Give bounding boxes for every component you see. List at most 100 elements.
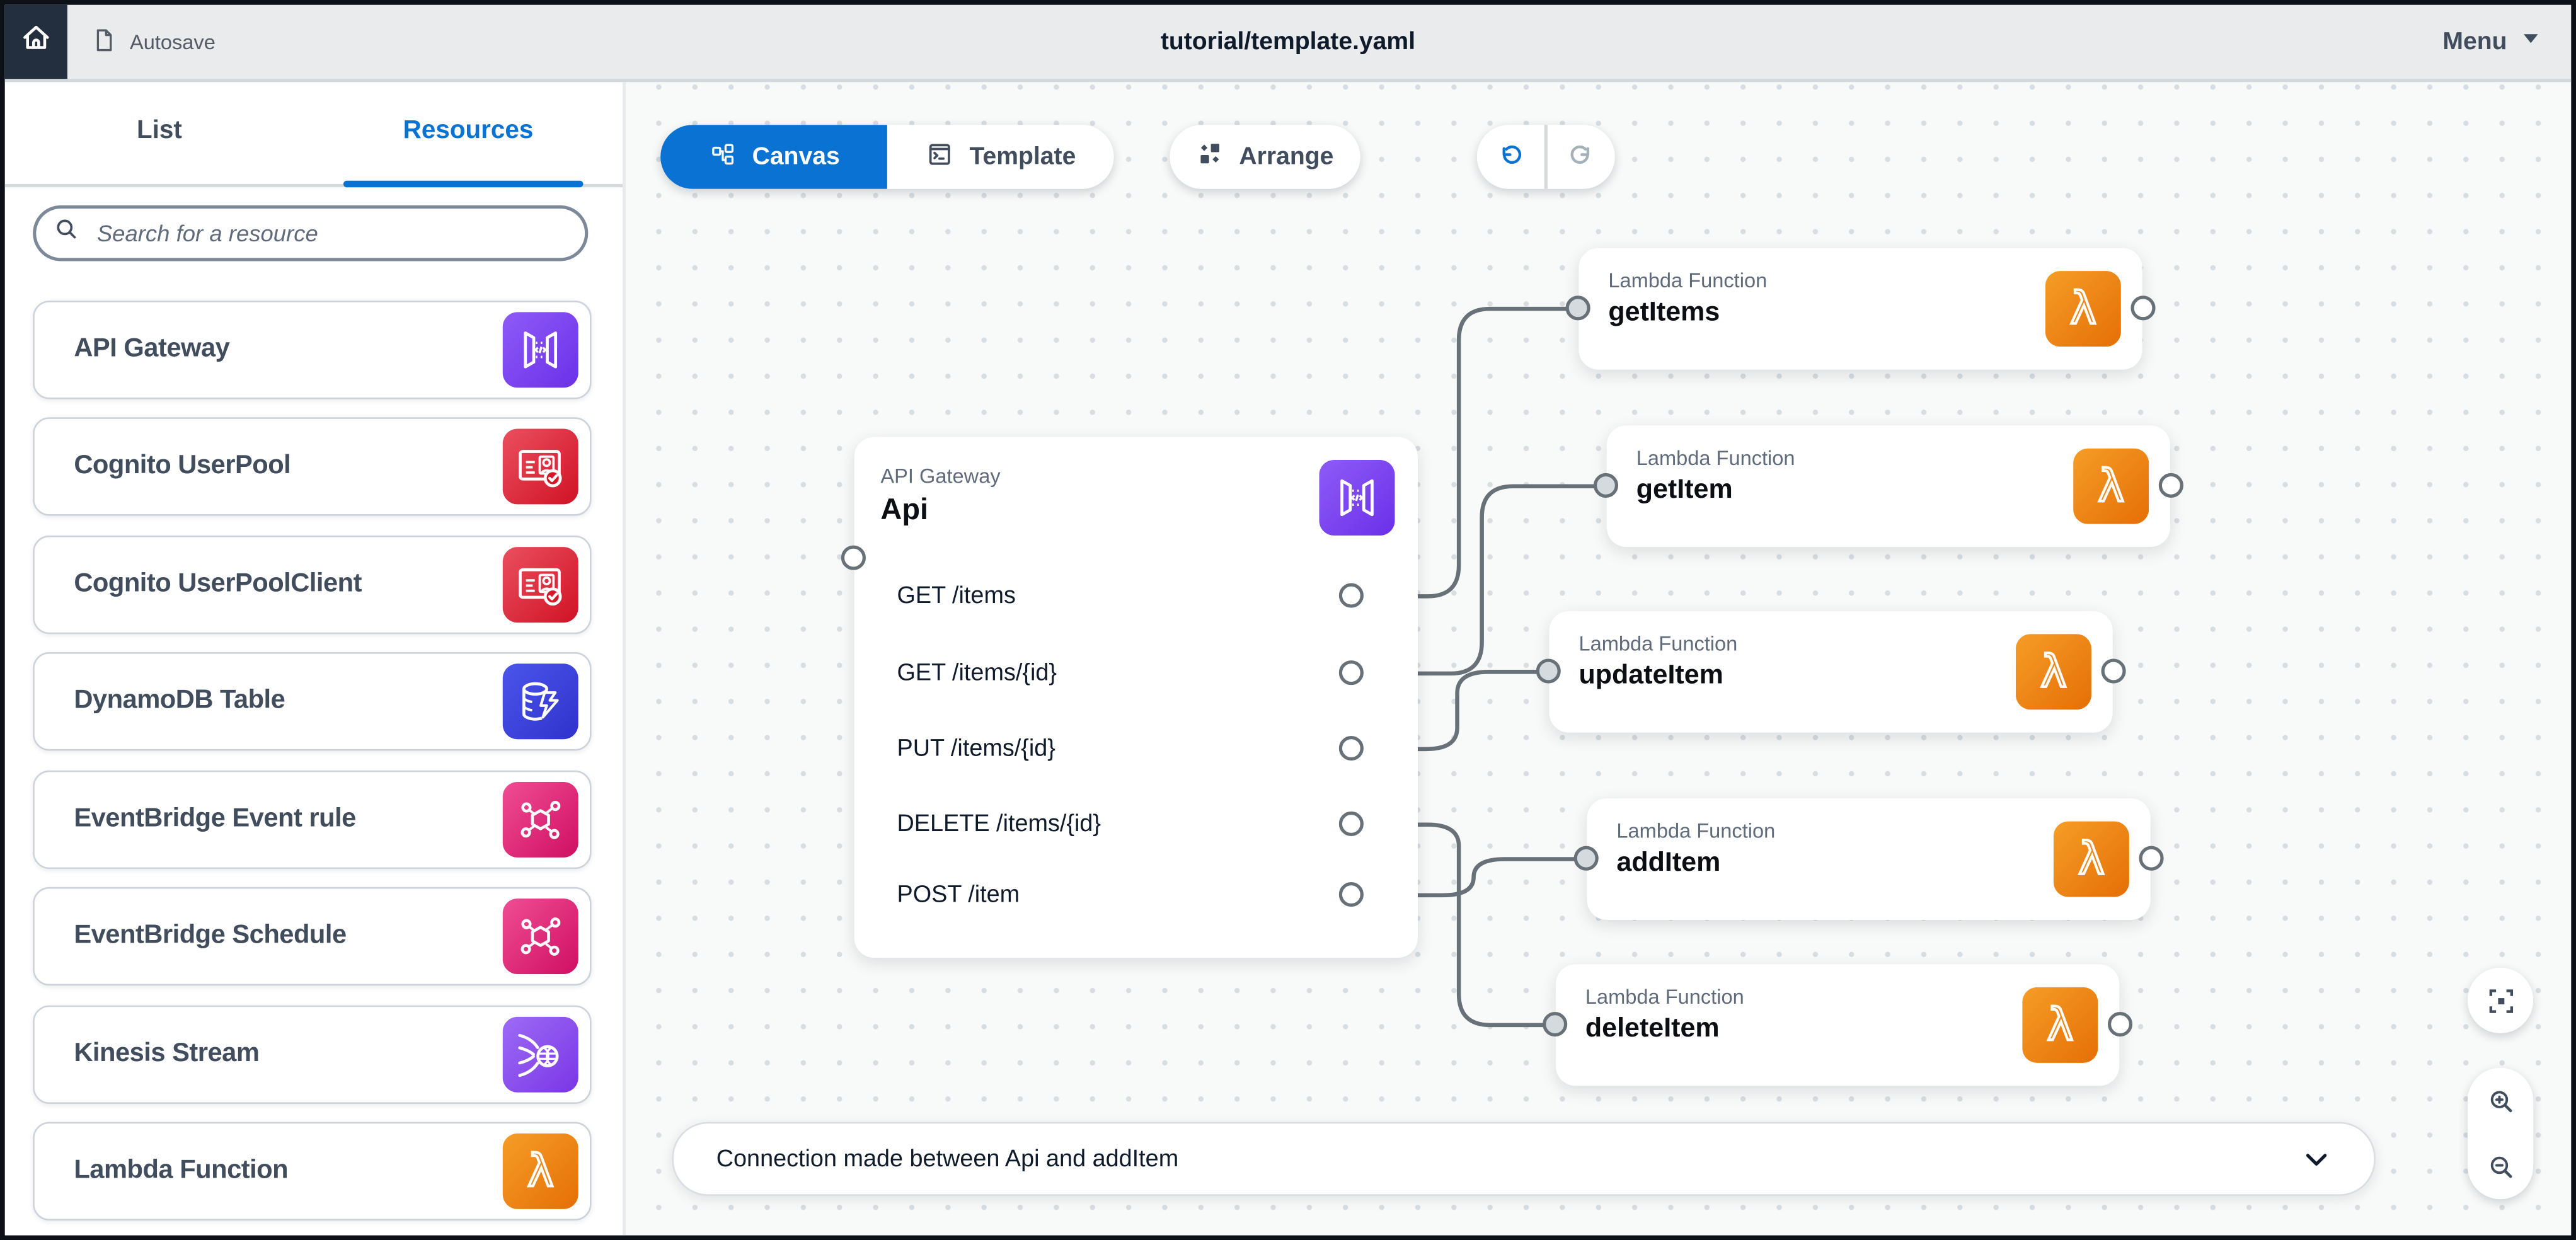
search-icon [52, 215, 80, 251]
resource-item-lambda-function[interactable]: Lambda Function λ [33, 1122, 592, 1221]
resource-item-eventbridge-schedule[interactable]: EventBridge Schedule [33, 887, 592, 986]
lambda-icon: λ [2015, 634, 2091, 710]
port-right[interactable] [2158, 473, 2183, 498]
arrange-icon [1197, 140, 1224, 175]
home-button[interactable] [4, 4, 67, 79]
zoom-in-button[interactable] [2468, 1068, 2533, 1134]
port-right[interactable] [1338, 735, 1364, 761]
resource-item-kinesis-stream[interactable]: Kinesis Stream [33, 1005, 592, 1104]
history-controls [1476, 125, 1615, 189]
arrange-label: Arrange [1239, 142, 1334, 171]
route-get-items[interactable]: GET /items [854, 571, 1418, 621]
port-right[interactable] [1338, 583, 1364, 608]
port-left[interactable] [1593, 473, 1619, 498]
lambda-icon: λ [2022, 987, 2098, 1063]
node-name: Api [880, 493, 929, 526]
search-input[interactable] [93, 218, 569, 248]
resource-item-api-gateway[interactable]: API Gateway [33, 301, 592, 399]
autosave-status: Autosave [90, 25, 216, 58]
resource-search [33, 205, 589, 261]
svg-text:λ: λ [527, 1145, 554, 1197]
lambda-icon: λ [2053, 821, 2129, 897]
zoom-out-button[interactable] [2468, 1134, 2533, 1199]
template-view-button[interactable]: Template [887, 125, 1114, 189]
svg-text:λ: λ [2040, 645, 2067, 697]
port-right[interactable] [2107, 1011, 2133, 1037]
active-tab-indicator [343, 180, 584, 188]
fit-view-button[interactable] [2467, 967, 2534, 1033]
fit-view-icon [2488, 989, 2512, 1013]
port-left[interactable] [1573, 846, 1599, 871]
resource-item-eventbridge-event-rule[interactable]: EventBridge Event rule [33, 770, 592, 870]
svg-text:λ: λ [2047, 999, 2074, 1050]
resource-item-cognito-userpool[interactable]: Cognito UserPool [33, 417, 592, 516]
node-lambda-addItem[interactable]: Lambda Function addItem λ [1573, 798, 2164, 920]
svg-text:λ: λ [2078, 833, 2105, 885]
top-bar: Autosave tutorial/template.yaml Menu [4, 4, 2572, 83]
tab-list[interactable]: List [136, 117, 182, 145]
port-left[interactable] [841, 545, 866, 570]
route-put-items-id[interactable]: PUT /items/{id} [854, 725, 1418, 774]
diagram-canvas[interactable]: Canvas Template Arrange [626, 82, 2572, 1236]
divider [1544, 125, 1547, 189]
cognito-userpool-icon [502, 547, 578, 623]
svg-text:λ: λ [2070, 282, 2096, 334]
route-get-items-id[interactable]: GET /items/{id} [854, 649, 1418, 698]
autosave-label: Autosave [129, 30, 216, 54]
menu-button[interactable]: Menu [2442, 28, 2541, 56]
eventbridge-icon [502, 781, 578, 858]
notification-message: Connection made between Api and addItem [716, 1145, 1179, 1173]
port-right[interactable] [1338, 882, 1364, 907]
resource-item-cognito-userpoolclient[interactable]: Cognito UserPoolClient [33, 535, 592, 634]
resource-sidebar: List Resources API Gateway [4, 82, 626, 1236]
chevron-down-icon[interactable] [2302, 1145, 2332, 1183]
kinesis-icon [502, 1016, 578, 1093]
zoom-out-icon [2490, 1156, 2512, 1178]
route-delete-items-id[interactable]: DELETE /items/{id} [854, 800, 1418, 849]
node-lambda-getItem[interactable]: Lambda Function getItem λ [1593, 425, 2183, 548]
port-right[interactable] [2139, 846, 2164, 871]
route-post-item[interactable]: POST /item [854, 871, 1418, 920]
resource-item-dynamodb-table[interactable]: DynamoDB Table [33, 652, 592, 751]
undo-icon [1502, 145, 1522, 164]
view-toggle: Canvas Template [660, 125, 1114, 189]
lambda-icon: λ [502, 1133, 578, 1209]
port-left[interactable] [1536, 658, 1561, 684]
port-right[interactable] [2101, 658, 2126, 684]
svg-text:λ: λ [2098, 460, 2124, 512]
node-api-gateway[interactable]: API Gateway Api GET /items GET /items/{i… [841, 437, 1418, 958]
port-left[interactable] [1565, 296, 1590, 321]
port-right[interactable] [1338, 811, 1364, 837]
cognito-userpool-icon [502, 428, 578, 505]
redo-icon [1570, 145, 1589, 164]
home-icon [18, 20, 54, 64]
redo-button[interactable] [1547, 125, 1614, 189]
canvas-view-icon [708, 139, 737, 175]
arrange-button[interactable]: Arrange [1170, 125, 1360, 189]
tab-resources[interactable]: Resources [403, 117, 534, 145]
eventbridge-icon [502, 898, 578, 975]
template-view-label: Template [969, 142, 1076, 171]
api-gateway-icon [1319, 459, 1395, 536]
port-right[interactable] [1338, 660, 1364, 686]
caret-down-icon [2520, 28, 2541, 55]
undo-button[interactable] [1477, 125, 1544, 189]
lambda-icon: λ [2045, 271, 2121, 347]
api-gateway-icon [502, 312, 578, 388]
node-lambda-deleteItem[interactable]: Lambda Function deleteItem λ [1543, 964, 2133, 1086]
document-title: tutorial/template.yaml [1160, 28, 1416, 56]
dynamodb-icon [502, 663, 578, 740]
node-lambda-updateItem[interactable]: Lambda Function updateItem λ [1536, 611, 2126, 733]
template-view-icon [925, 139, 955, 175]
zoom-in-icon [2490, 1090, 2512, 1111]
notification-bar: Connection made between Api and addItem [672, 1122, 2376, 1196]
file-icon [90, 25, 118, 58]
port-left[interactable] [1543, 1011, 1568, 1037]
node-lambda-getItems[interactable]: Lambda Function getItems λ [1565, 248, 2156, 370]
canvas-view-button[interactable]: Canvas [660, 125, 887, 189]
canvas-view-label: Canvas [752, 142, 840, 171]
port-right[interactable] [2130, 296, 2156, 321]
zoom-controls [2467, 1067, 2534, 1200]
lambda-icon: λ [2073, 448, 2149, 524]
